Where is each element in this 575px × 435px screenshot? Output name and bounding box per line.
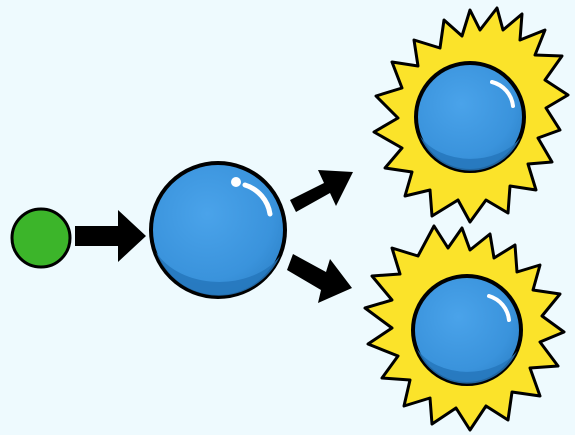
activated-cell-top [416,63,524,171]
cell-node [151,163,285,297]
activated-cell-bottom [413,276,521,384]
arrow-source-to-cell [75,210,146,262]
arrow-cell-to-bottom [287,254,352,303]
arrow-cell-to-top [290,170,353,212]
source-node [12,209,70,267]
